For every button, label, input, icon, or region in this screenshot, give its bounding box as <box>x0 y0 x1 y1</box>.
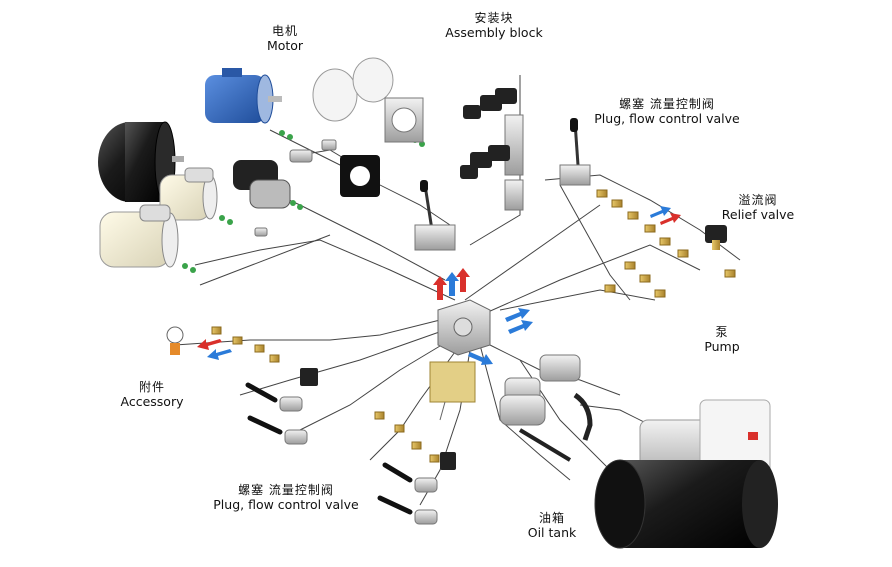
motor-group <box>98 57 424 268</box>
flange-discs <box>312 57 424 197</box>
plug-valve-top-cluster <box>559 118 736 298</box>
relief-valve-part <box>705 225 727 250</box>
assembly-block-group <box>460 88 524 211</box>
cream-motor-2 <box>99 204 179 268</box>
accessory-label-en: Accessory <box>120 394 184 410</box>
black-motor <box>98 121 184 203</box>
relief-valve-label-zh: 溢流阀 <box>738 193 778 207</box>
pump-label-en: Pump <box>704 339 740 355</box>
accessory-label-zh: 附件 <box>138 380 165 394</box>
motor-label-en: Motor <box>266 38 304 54</box>
assembly-block-label: 安装块 Assembly block <box>432 11 556 40</box>
central-manifold <box>429 299 491 421</box>
plug-valve-bottom-label: 螺塞 流量控制阀 Plug, flow control valve <box>198 483 374 512</box>
oil-tank-label: 油箱 Oil tank <box>520 511 584 540</box>
plug-valve-top-label: 螺塞 流量控制阀 Plug, flow control valve <box>582 97 752 126</box>
plug-valve-top-label-en: Plug, flow control valve <box>594 111 740 127</box>
accessory-parts <box>166 326 572 525</box>
oil-tank-part <box>594 399 778 549</box>
assembly-block-label-en: Assembly block <box>445 25 543 41</box>
lever-valve <box>414 180 456 251</box>
motor-label: 电机 Motor <box>250 24 320 53</box>
plug-valve-bottom-label-en: Plug, flow control valve <box>213 497 359 513</box>
cream-motor-1 <box>159 167 218 221</box>
pump-part <box>499 354 593 441</box>
motor-label-zh: 电机 <box>271 24 298 38</box>
plug-valve-bottom-label-zh: 螺塞 流量控制阀 <box>238 483 334 497</box>
couplers <box>254 139 337 237</box>
relief-valve-label: 溢流阀 Relief valve <box>708 193 808 222</box>
twin-motor <box>233 160 291 209</box>
pump-label: 泵 Pump <box>692 325 752 354</box>
oil-tank-label-zh: 油箱 <box>538 511 565 525</box>
assembly-block-label-zh: 安装块 <box>474 11 514 25</box>
accessory-label: 附件 Accessory <box>110 380 194 409</box>
pump-label-zh: 泵 <box>715 325 729 339</box>
flow-arrows <box>182 130 681 365</box>
relief-valve-label-en: Relief valve <box>721 207 795 223</box>
oil-tank-label-en: Oil tank <box>527 525 577 541</box>
blue-motor <box>205 68 282 124</box>
plug-valve-top-label-zh: 螺塞 流量控制阀 <box>619 97 715 111</box>
